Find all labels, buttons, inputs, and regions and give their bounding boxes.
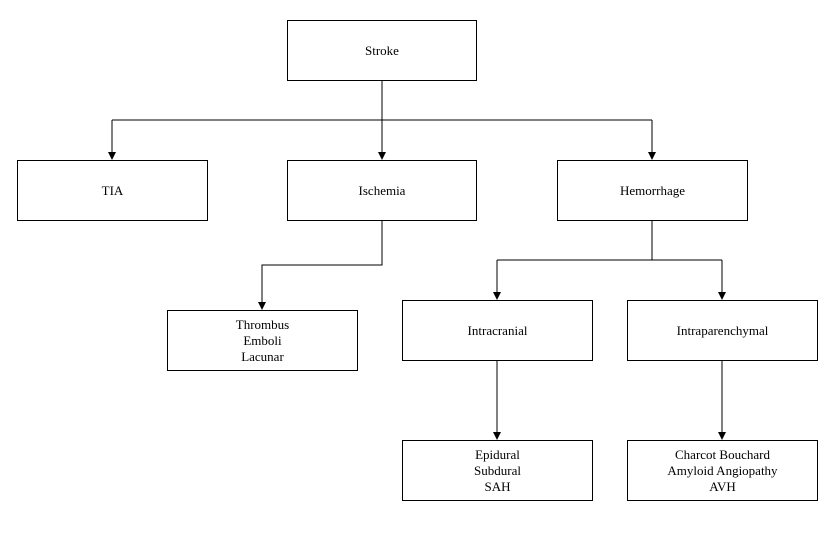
node-label: Ischemia: [358, 182, 406, 198]
node-line: Lacunar: [241, 348, 284, 364]
node-intracranial: Intracranial: [402, 300, 593, 361]
node-stroke: Stroke: [287, 20, 477, 81]
node-line: Thrombus: [235, 316, 290, 332]
node-line: Epidural: [475, 446, 520, 462]
node-tia: TIA: [17, 160, 208, 221]
node-label: Hemorrhage: [620, 182, 685, 198]
node-intraparenchymal-types: Charcot Bouchard Amyloid Angiopathy AVH: [627, 440, 818, 501]
node-line: SAH: [484, 478, 511, 494]
node-label: TIA: [101, 182, 124, 198]
node-label: Stroke: [365, 42, 399, 58]
node-intracranial-types: Epidural Subdural SAH: [402, 440, 593, 501]
node-line: Emboli: [243, 332, 282, 348]
node-ischemia: Ischemia: [287, 160, 477, 221]
node-line: AVH: [709, 478, 736, 494]
node-line: Amyloid Angiopathy: [667, 462, 778, 478]
edge-ischemia-types: [258, 220, 383, 310]
node-label: Intracranial: [467, 322, 528, 338]
node-label: Intraparenchymal: [676, 322, 769, 338]
node-line: Subdural: [474, 462, 521, 478]
node-ischemia-types: Thrombus Emboli Lacunar: [167, 310, 358, 371]
node-line: Charcot Bouchard: [675, 446, 770, 462]
node-intraparenchymal: Intraparenchymal: [627, 300, 818, 361]
node-hemorrhage: Hemorrhage: [557, 160, 748, 221]
